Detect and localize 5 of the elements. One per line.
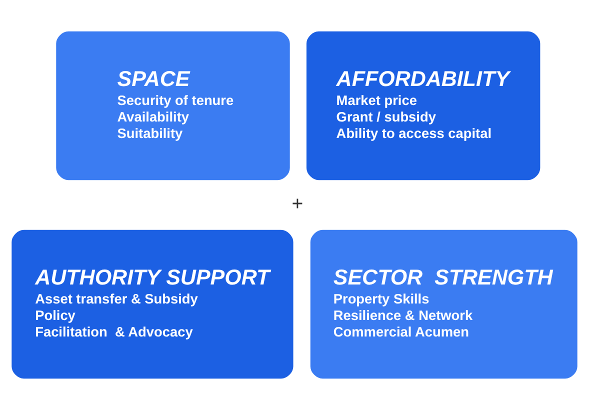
node-box: SPACE Security of tenure Availability Suitability <box>56 30 290 180</box>
node-box: AFFORDABILITY Market price Grant / subsidy Ability to access capital <box>306 30 540 180</box>
node-box: SECTOR STRENGTH Property Skills Resilience & Network Commercial Acumen <box>310 229 578 378</box>
node-box: AUTHORITY SUPPORT Asset transfer & Subsidy Policy Facilitation & Advocacy <box>12 229 294 378</box>
label: + <box>292 192 304 214</box>
